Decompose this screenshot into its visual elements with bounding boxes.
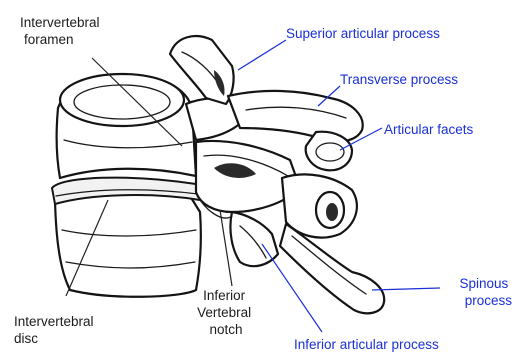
label-intervertebral-disc: Intervertebral disc xyxy=(14,314,97,346)
label-articular-facets: Articular facets xyxy=(384,122,474,137)
label-inferior-articular-process: Inferior articular process xyxy=(294,337,439,352)
vertebrae-drawing xyxy=(52,36,384,313)
label-intervertebral-foramen: Intervertebral foramen xyxy=(20,15,103,47)
leader-superior-articular-process xyxy=(238,40,286,70)
leader-spinous-process xyxy=(372,288,440,290)
label-spinous-process: Spinous process xyxy=(459,276,512,308)
transverse-process-shape xyxy=(228,91,363,141)
label-transverse-process: Transverse process xyxy=(340,72,458,87)
label-inferior-vertebral-notch: Inferior Vertebral notch xyxy=(197,288,255,337)
lower-vertebral-body xyxy=(55,190,201,297)
label-superior-articular-process: Superior articular process xyxy=(286,26,440,41)
